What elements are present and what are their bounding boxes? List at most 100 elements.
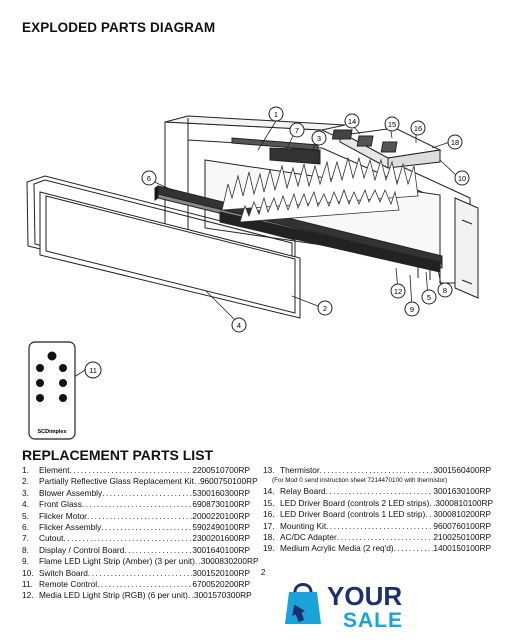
remote-control-illustration: SCDimplex	[28, 341, 76, 440]
part-code: 3000810100RP	[435, 497, 494, 508]
part-number: 16.	[263, 509, 275, 520]
callout-6: 6	[141, 170, 157, 186]
part-number: 7.	[22, 533, 29, 544]
callout-11: 11	[84, 361, 102, 379]
part-code: 3001640100RP	[192, 544, 250, 555]
part-code: 5300160300RP	[192, 487, 250, 498]
part-name: Cutout	[39, 533, 64, 544]
part-code: 2100250100RP	[433, 532, 491, 543]
part-code: 2200510700RP	[192, 465, 250, 475]
dot-leader	[87, 511, 192, 522]
part-name: Mounting Kit	[280, 520, 327, 531]
part-name: Element	[39, 465, 70, 475]
dot-leader	[320, 465, 434, 476]
part-name: Relay Board	[280, 486, 326, 497]
callout-15: 15	[384, 116, 400, 132]
parts-list-row: 3.Blower Assembly5300160300RP	[22, 488, 250, 499]
callout-9: 9	[404, 301, 420, 317]
part-number: 13.	[263, 465, 275, 475]
exploded-parts-diagram: SCDimplex 1 7 3 14 15 16 18 10 6 2 4 12 …	[26, 106, 479, 440]
part-code: 3000810200RP	[433, 509, 491, 520]
parts-list-row: 14. Relay Board 3001630100RP	[263, 486, 491, 497]
part-number: 11.	[22, 579, 33, 590]
parts-list-row: 19.Medium Acrylic Media (2 req'd)1400150…	[263, 543, 491, 554]
part-name: Thermistor	[280, 465, 320, 475]
part-number: 5.	[22, 510, 29, 521]
svg-text:8: 8	[443, 286, 447, 295]
svg-text:10: 10	[458, 174, 466, 183]
part-code: 6700520200RP	[192, 579, 250, 590]
page-title: EXPLODED PARTS DIAGRAM	[22, 20, 216, 35]
dot-leader	[88, 568, 192, 579]
callout-12: 12	[390, 283, 406, 299]
part-number: 18.	[263, 532, 275, 543]
part-code: 3001520100RP	[192, 567, 250, 578]
part-number: 9.	[22, 556, 29, 567]
dot-leader	[63, 533, 192, 544]
parts-list-row: 4.Front Glass6908730100RP	[22, 499, 250, 510]
callout-5: 5	[421, 289, 437, 305]
parts-list-row: 17. Mounting Kit 9600760100RP	[263, 521, 491, 532]
parts-list-row: 6.Flicker Assembly5902490100RP	[22, 522, 250, 533]
part-number: 12.	[22, 590, 34, 601]
part-name: Flame LED Light Strip (Amber) (3 per uni…	[39, 556, 195, 567]
svg-text:2: 2	[323, 304, 327, 313]
part-number: 1.	[22, 465, 29, 475]
part-number: 15.	[263, 497, 275, 508]
part-name: Display / Control Board	[39, 544, 125, 555]
callout-8: 8	[437, 282, 453, 298]
part-number: 8.	[22, 544, 29, 555]
part-code: 3001560400RP	[433, 465, 491, 475]
part-name: Media LED Light Strip (RGB) (6 per unit)	[39, 590, 188, 601]
svg-text:9: 9	[410, 305, 414, 314]
parts-list-row: 11. Remote Control 6700520200RP	[22, 579, 250, 590]
svg-text:3: 3	[317, 134, 321, 143]
svg-text:4: 4	[237, 321, 241, 330]
part-number: 14.	[263, 486, 275, 497]
shopping-bag-icon	[285, 583, 321, 624]
part-number: 4.	[22, 499, 29, 510]
dot-leader	[337, 532, 434, 543]
your-sale-logo: YOUR SALE	[285, 581, 403, 630]
svg-text:7: 7	[295, 126, 299, 135]
part-code: 9600760100RP	[433, 520, 491, 531]
thermistor-note: (For Mod 0 send instruction sheet 721447…	[272, 477, 448, 485]
logo-word-your: YOUR	[327, 581, 402, 611]
part-number: 19.	[263, 543, 275, 554]
dot-leader	[102, 488, 192, 499]
dot-leader	[326, 486, 434, 497]
part-code: 1400150100RP	[433, 543, 491, 554]
callout-3: 3	[311, 130, 327, 146]
parts-list-row: 2.Partially Reflective Glass Replacement…	[22, 476, 258, 487]
logo-word-sale: SALE	[343, 609, 403, 630]
parts-list-row: 5.Flicker Motor2000220100RP	[22, 511, 250, 522]
callout-16: 16	[410, 120, 426, 136]
part-code: 2300201600RP	[192, 533, 250, 544]
svg-text:14: 14	[348, 117, 356, 126]
part-name: AC/DC Adapter	[280, 532, 337, 543]
part-number: 6.	[22, 522, 29, 533]
part-code: 2000220100RP	[192, 510, 250, 521]
remote-brand-label: SCDimplex	[37, 429, 67, 435]
part-name: Front Glass	[39, 499, 82, 510]
dot-leader	[101, 522, 192, 533]
callout-1: 1	[268, 106, 284, 122]
part-number: 17.	[263, 520, 275, 531]
part-code: 9600750100RP	[199, 476, 258, 487]
part-code: 3001570300RP	[193, 590, 252, 601]
parts-list-right: 13. Thermistor 3001560400RP (For Mod 0 send…	[263, 465, 494, 555]
svg-text:6: 6	[147, 174, 151, 183]
stray-text: 2	[261, 568, 266, 577]
callout-7: 7	[289, 122, 305, 138]
part-name: Remote Control	[39, 579, 98, 590]
parts-list-row: 15.LED Driver Board (controls 2 LED stri…	[263, 497, 494, 509]
callout-4: 4	[231, 317, 247, 333]
part-name: Flicker Assembly	[39, 522, 102, 533]
dot-leader	[69, 465, 192, 476]
dot-leader	[124, 545, 192, 556]
parts-list-row: 7. Cutout 2300201600RP	[22, 533, 250, 544]
part-code: 3001630100RP	[433, 486, 491, 497]
callout-10: 10	[454, 170, 470, 186]
callout-18: 18	[447, 134, 463, 150]
